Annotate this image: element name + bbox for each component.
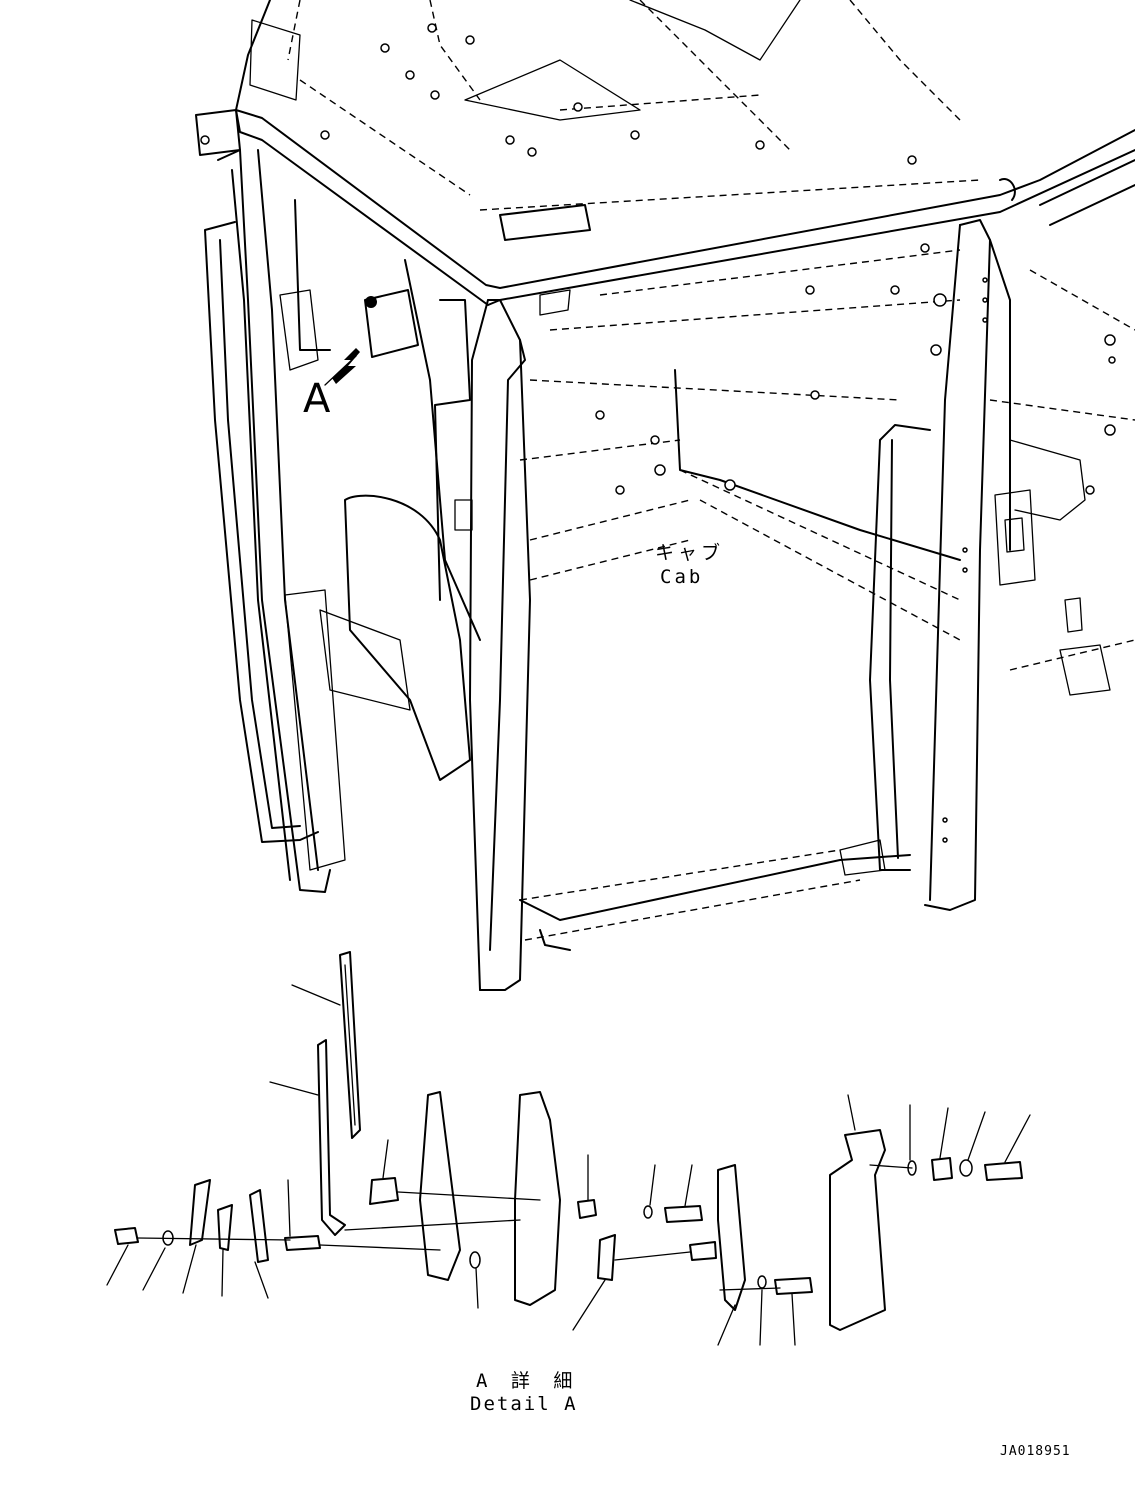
drawing-code: JA018951 (1000, 1444, 1071, 1459)
cab-label-en: Cab (660, 566, 704, 588)
detail-a-parts (106, 951, 1031, 1346)
pillar-bolts (595, 243, 1116, 843)
cab-roof (195, 0, 1135, 306)
detail-a-title-en: Detail A (470, 1393, 578, 1415)
cab-back-body (519, 249, 961, 951)
roof-bolts (200, 23, 917, 165)
cab-label-jp: キャブ (655, 542, 725, 564)
view-marker-a: A (303, 376, 331, 422)
cab-left-door-frame (204, 149, 481, 893)
detail-a-title-jp: A 詳 細 (476, 1370, 579, 1392)
cab-rear-pillar (469, 289, 571, 991)
cab-right-pillar (869, 219, 1135, 911)
detail-a-arrow (324, 348, 360, 386)
